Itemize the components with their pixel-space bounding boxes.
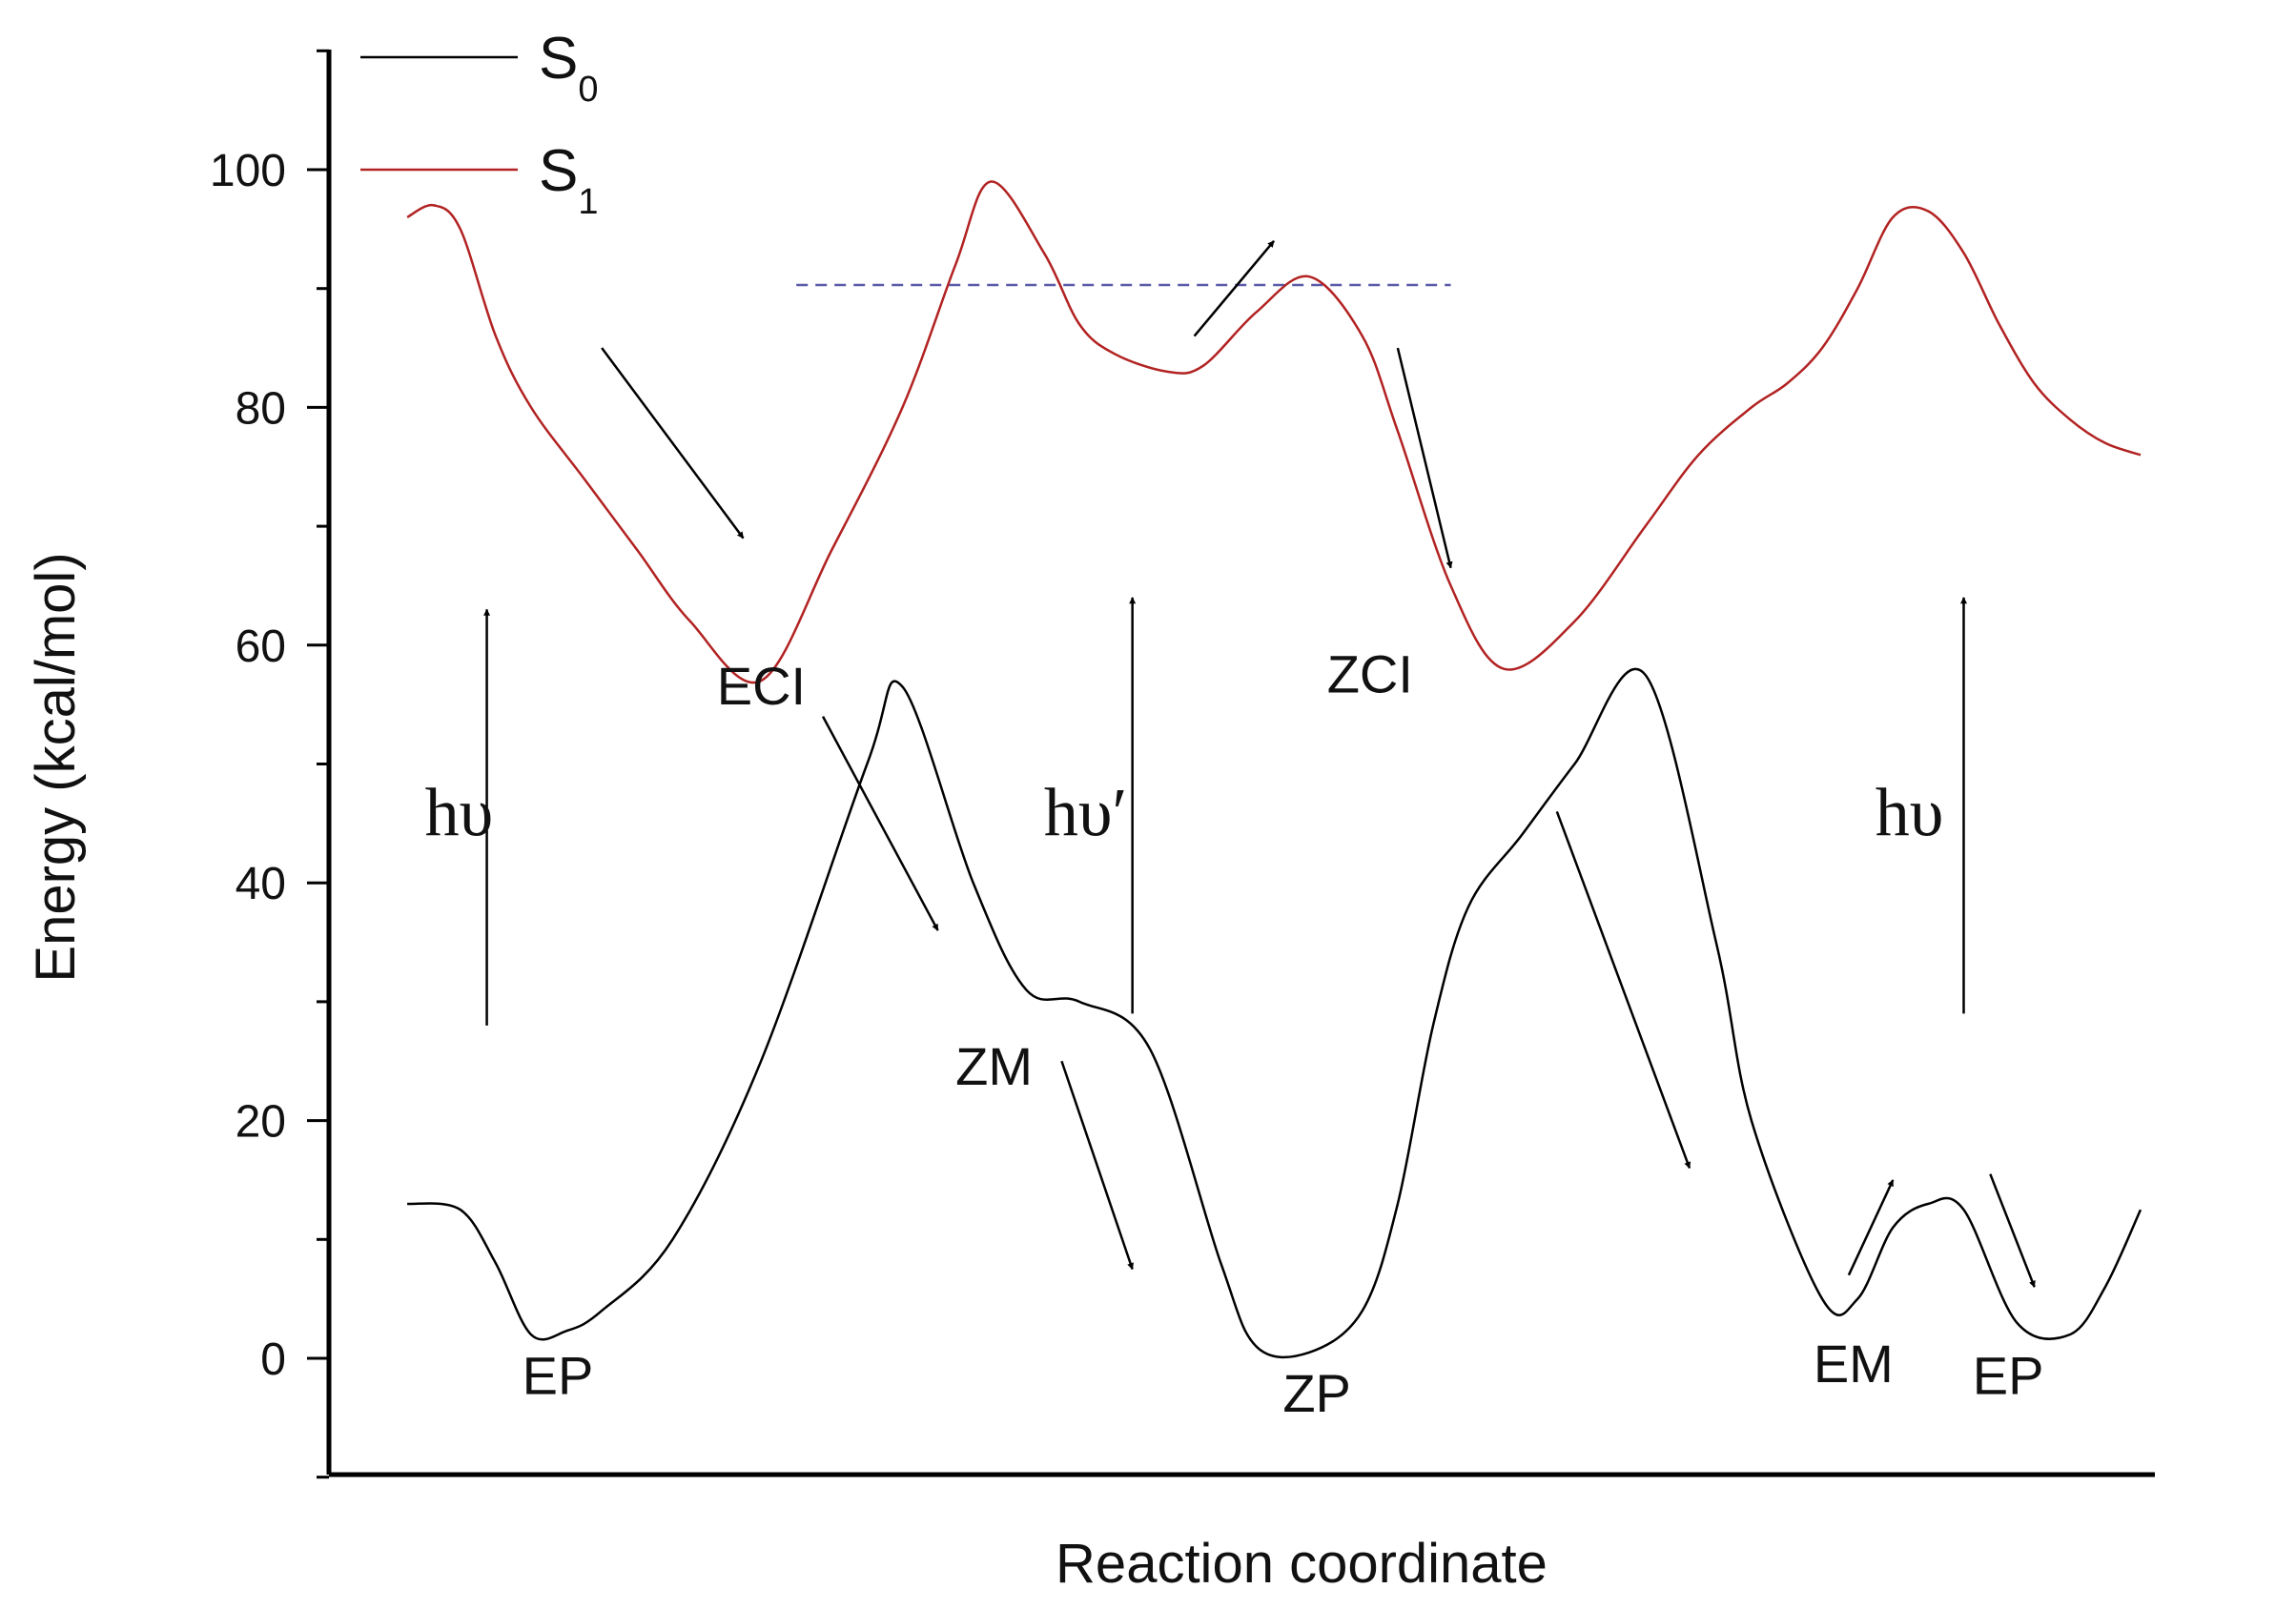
arrow-6 [1193,240,1276,337]
legend-entry-s0-base: S [539,26,578,92]
annotation-zm-2: ZM [955,1036,1033,1096]
annotation-ep-0: EP [523,1345,594,1405]
legend-entry-s1-sub: 1 [578,182,598,222]
arrow-7 [1396,347,1453,569]
y-tick-label-20: 20 [236,1097,286,1148]
legend-entry-s0-sub: 0 [578,70,598,110]
y-tick-label-40: 40 [236,859,286,909]
arrow-5 [1060,1060,1134,1271]
arrow-3 [601,347,745,540]
legend-entry-s1-base: S [539,138,578,204]
y-axis-label: Energy (kcal/mol) [25,552,87,982]
y-tick-label-0: 0 [260,1334,286,1385]
annotations-group: EP ECI ZM ZP ZCI EM EP hυ hυ′ hυ [425,644,2044,1423]
legend-entry-s1: S1 [539,138,599,222]
annotation-eci-1: ECI [717,656,806,716]
arrow-10 [1989,1173,2036,1288]
annotation-em-5: EM [1814,1334,1894,1394]
y-tick-label-100: 100 [210,146,286,196]
photon-label-2: hυ [1876,774,1944,850]
arrow-4 [821,716,939,931]
series-s1-line [406,180,2142,684]
annotation-zci-4: ZCI [1327,644,1413,704]
y-tick-labels: 0 20 40 60 80 100 [210,146,286,1385]
y-tick-label-80: 80 [236,383,286,434]
y-tick-label-60: 60 [236,621,286,672]
arrow-8 [1555,810,1691,1170]
photon-label-1: hυ′ [1044,774,1127,850]
annotation-zp-3: ZP [1282,1363,1351,1423]
photon-label-0: hυ [425,774,494,850]
legend: S0 S1 [360,26,599,222]
annotation-ep-6: EP [1973,1345,2044,1405]
arrows-group [483,240,2036,1288]
y-ticks [307,49,329,1479]
legend-entry-s0: S0 [539,26,599,110]
x-axis-label: Reaction coordinate [1056,1533,1548,1595]
series-s0-line [406,667,2142,1359]
arrow-9 [1847,1179,1895,1276]
